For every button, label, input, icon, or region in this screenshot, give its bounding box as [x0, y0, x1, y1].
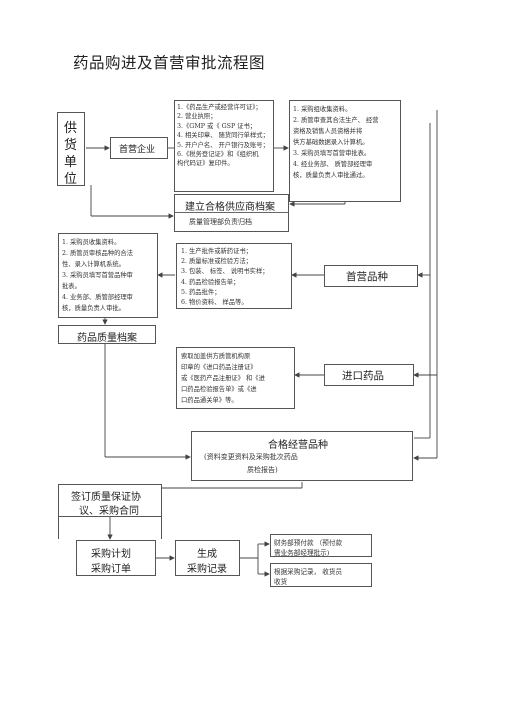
qualified-variety-box: 合格经营品种 (资料变更资料及采购批次药品 质检报告) — [191, 431, 413, 481]
import-item-4: 口药品检验报告单》或《进 — [181, 386, 257, 393]
purchase-plan-line2: 采购订单 — [91, 564, 131, 575]
cert-item-6: 6.《税务登记证》和《组织机 — [177, 151, 259, 159]
qualified-variety-sub2: 质检报告) — [247, 466, 278, 474]
supplier-char-1: 供 — [64, 121, 78, 136]
purchase-record-line1: 生成 — [197, 549, 217, 560]
cert-item-7: 构代码证》复印件。 — [177, 160, 234, 168]
certificate-list: 1.《药品生产或经营许可证》； 2. 营业执照； 3.《GMP 或《 GSP 证… — [177, 103, 269, 169]
supplier-char-3: 单 — [64, 155, 78, 170]
quality-file-label: 药品质量档案 — [77, 333, 137, 344]
material-item-2: 2. 质量标准或检验方法； — [181, 258, 252, 266]
purchase-plan-line1: 采购计划 — [91, 549, 131, 560]
supplier-box: 供 货 单 位 — [57, 112, 85, 187]
product-review-item-7: 核，质量负责人审批。 — [62, 305, 125, 312]
cert-item-5: 5. 开户户名、 开户银行及账号； — [177, 141, 269, 149]
qualified-supplier-sub: 质量管理部负责归档 — [189, 218, 252, 226]
cert-item-2: 2. 营业执照； — [177, 113, 217, 121]
sign-contract-frame: 签订质量保证协 议、采购合同 — [58, 484, 162, 517]
qualified-supplier-title: 建立合格供应商档案 — [185, 202, 275, 213]
import-item-2: 印章的《进口药品注册证》 — [181, 364, 257, 371]
material-item-3: 3. 包装、 标签、 说明书实样； — [181, 268, 269, 276]
collect-item-3: 资格及销售人员资格并将 — [293, 128, 363, 135]
import-drug-label: 进口药品 — [342, 370, 384, 382]
material-item-5: 5. 药品批件； — [181, 288, 221, 296]
product-materials-list: 1. 生产批件或新药证书； 2. 质量标准或检验方法； 3. 包装、 标签、 说… — [181, 247, 269, 308]
collect-item-7: 核，质量负责人审批通过。 — [293, 172, 369, 179]
cert-item-4: 4. 相关印章、 随货同行单样式； — [177, 132, 269, 140]
finance-line1: 财务部预付款 （预付款 — [274, 539, 343, 547]
import-item-1: 索取加盖供方质管机构原 — [181, 353, 251, 360]
import-docs-list: 索取加盖供方质管机构原 印章的《进口药品注册证》 或《医药产品注册证》 和《进 … — [181, 351, 265, 406]
qualified-variety-sub1: (资料变更资料及采购批次药品 — [204, 453, 298, 461]
cert-item-3: 3.《GMP 或《 GSP 证书； — [177, 122, 257, 130]
import-item-3: 或《医药产品注册证》 和《进 — [181, 375, 265, 382]
receipt-line1: 根据采购记录， 收货员 — [274, 568, 343, 576]
quality-file-box: 药品质量档案 — [58, 325, 156, 344]
first-product-label: 首营品种 — [346, 271, 388, 283]
qualified-variety-title: 合格经营品种 — [268, 440, 328, 451]
import-drug-box: 进口药品 — [324, 364, 414, 386]
page-title: 药品购进及首营审批流程图 — [73, 54, 266, 72]
collect-item-6: 4. 经业务部、 质管部经理审 — [293, 161, 373, 168]
qualified-supplier-archive-box: 建立合格供应商档案 质量管理部负责归档 — [174, 194, 289, 232]
cert-item-1: 1.《药品生产或经营许可证》； — [177, 104, 262, 111]
product-review-item-4: 3. 采购员填写首营品种审 — [62, 272, 133, 279]
collect-item-4: 供方基础数据录入计算机。 — [293, 139, 369, 146]
collect-item-1: 1. 采购组收集资料。 — [293, 106, 352, 113]
certificate-list-box: 1.《药品生产或经营许可证》； 2. 营业执照； 3.《GMP 或《 GSP 证… — [174, 100, 274, 192]
collect-item-2: 2. 质管审查其合法生产、 经营 — [293, 117, 379, 124]
first-enterprise-label: 首营企业 — [119, 145, 156, 155]
import-item-5: 口药品通关单》等。 — [181, 397, 238, 404]
collect-item-5: 3. 采购员填写首营审批表。 — [293, 150, 371, 157]
product-review-item-6: 4. 业务部、质管部经理审 — [62, 294, 133, 301]
purchase-plan-box: 采购计划 采购订单 — [76, 540, 156, 576]
product-review-item-1: 1. 采购员收集资料。 — [62, 239, 121, 246]
receipt-box: 根据采购记录， 收货员 收货 — [270, 563, 372, 587]
collect-review-list: 1. 采购组收集资料。 2. 质管审查其合法生产、 经营 资格及销售人员资格并将… — [293, 104, 379, 181]
material-item-1: 1. 生产批件或新药证书； — [181, 248, 252, 255]
finance-prepay-box: 财务部预付款 （预付款 需业务部经理批示) — [270, 534, 372, 557]
import-docs-box: 索取加盖供方质管机构原 印章的《进口药品注册证》 或《医药产品注册证》 和《进 … — [176, 347, 295, 409]
material-item-4: 4. 药品检验报告单； — [181, 278, 240, 286]
first-enterprise-box: 首营企业 — [110, 137, 168, 159]
product-review-item-5: 批表。 — [62, 283, 81, 290]
supplier-char-4: 位 — [64, 172, 78, 187]
collect-review-box: 1. 采购组收集资料。 2. 质管审查其合法生产、 经营 资格及销售人员资格并将… — [289, 100, 401, 202]
product-review-item-2: 2. 质管员审核品种的合法 — [62, 250, 133, 257]
purchase-record-line2: 采购记录 — [187, 564, 227, 575]
sign-contract-line1: 签订质量保证协 — [71, 492, 141, 503]
product-review-item-3: 性、录入计算机系统。 — [62, 261, 125, 268]
product-review-list: 1. 采购员收集资料。 2. 质管员审核品种的合法 性、录入计算机系统。 3. … — [62, 237, 133, 314]
product-review-box: 1. 采购员收集资料。 2. 质管员审核品种的合法 性、录入计算机系统。 3. … — [58, 233, 158, 318]
material-item-6: 6. 物价资料、 样品等。 — [181, 299, 248, 307]
supplier-char-2: 货 — [64, 138, 78, 153]
sign-contract-line2: 议、采购合同 — [79, 506, 139, 517]
receipt-line2: 收货 — [274, 578, 288, 586]
first-product-box: 首营品种 — [324, 265, 418, 287]
finance-line2: 需业务部经理批示) — [274, 549, 330, 557]
product-materials-box: 1. 生产批件或新药证书； 2. 质量标准或检验方法； 3. 包装、 标签、 说… — [176, 243, 292, 309]
purchase-record-box: 生成 采购记录 — [175, 540, 240, 576]
